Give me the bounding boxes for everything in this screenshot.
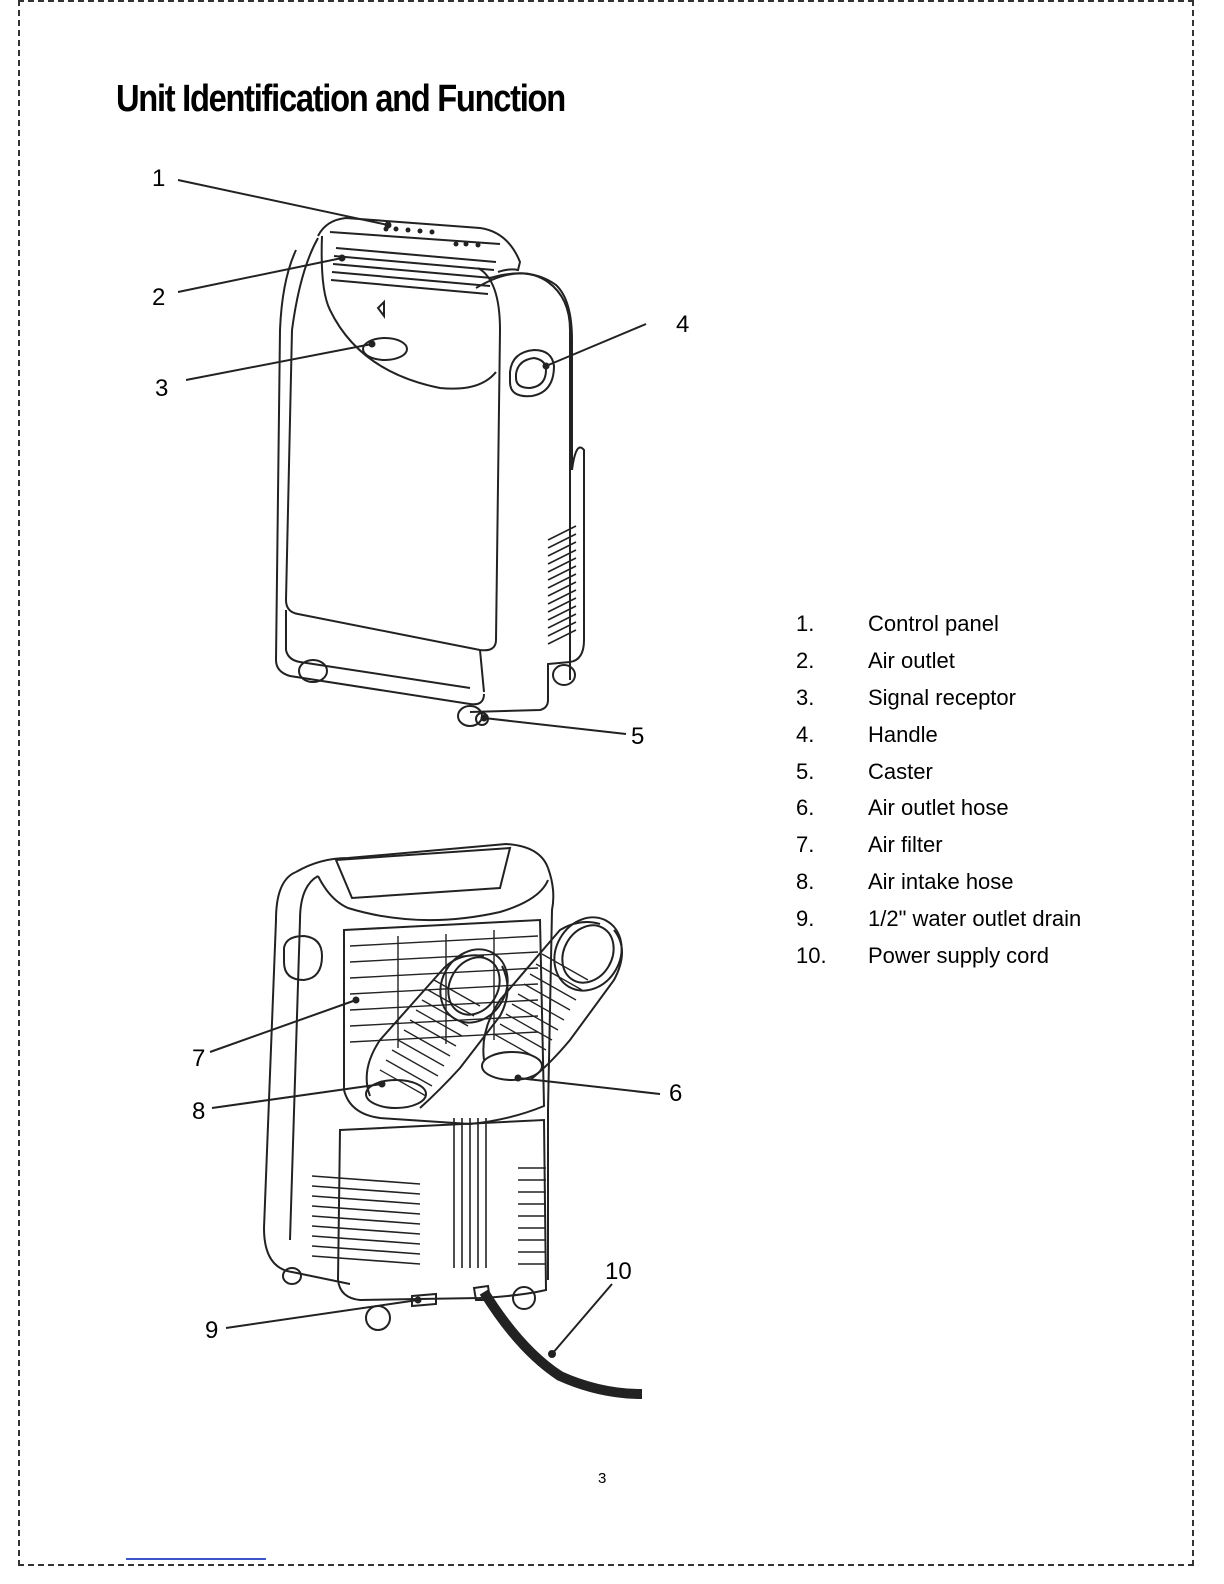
legend-label: Air outlet	[868, 648, 955, 674]
legend-item: 4. Handle	[796, 716, 1136, 753]
legend-number: 1.	[796, 611, 868, 637]
legend-item: 7. Air filter	[796, 827, 1136, 864]
legend-label: Signal receptor	[868, 685, 1016, 711]
legend-number: 3.	[796, 685, 868, 711]
callout-3: 3	[155, 375, 168, 402]
legend-item: 5. Caster	[796, 753, 1136, 790]
legend-number: 5.	[796, 759, 868, 785]
legend-item: 1. Control panel	[796, 606, 1136, 643]
legend-number: 9.	[796, 906, 868, 932]
legend-item: 2. Air outlet	[796, 643, 1136, 680]
legend-item: 3. Signal receptor	[796, 680, 1136, 717]
callout-5: 5	[631, 723, 644, 750]
legend-item: 10. Power supply cord	[796, 937, 1136, 974]
legend-number: 10.	[796, 943, 868, 969]
legend-label: Air filter	[868, 832, 943, 858]
callout-2: 2	[152, 284, 165, 311]
callout-9: 9	[205, 1317, 218, 1344]
legend-number: 6.	[796, 795, 868, 821]
page-number: 3	[598, 1470, 606, 1487]
callout-6: 6	[669, 1080, 682, 1107]
callout-8: 8	[192, 1098, 205, 1125]
legend-item: 6. Air outlet hose	[796, 790, 1136, 827]
legend-item: 9. 1/2" water outlet drain	[796, 900, 1136, 937]
legend-item: 8. Air intake hose	[796, 864, 1136, 901]
legend-label: Air intake hose	[868, 869, 1014, 895]
legend-label: 1/2" water outlet drain	[868, 906, 1081, 932]
bottom-link-underline[interactable]	[126, 1558, 266, 1560]
callout-7: 7	[192, 1045, 205, 1072]
legend-number: 4.	[796, 722, 868, 748]
front-view-illustration	[276, 218, 584, 726]
legend-number: 2.	[796, 648, 868, 674]
legend-number: 7.	[796, 832, 868, 858]
rear-view-illustration	[264, 844, 635, 1330]
legend-label: Caster	[868, 759, 933, 785]
legend-label: Handle	[868, 722, 938, 748]
callout-4: 4	[676, 311, 689, 338]
parts-legend: 1. Control panel 2. Air outlet 3. Signal…	[796, 606, 1136, 974]
legend-label: Power supply cord	[868, 943, 1049, 969]
legend-number: 8.	[796, 869, 868, 895]
legend-label: Air outlet hose	[868, 795, 1009, 821]
callout-10: 10	[605, 1258, 632, 1285]
legend-label: Control panel	[868, 611, 999, 637]
callout-1: 1	[152, 165, 165, 192]
